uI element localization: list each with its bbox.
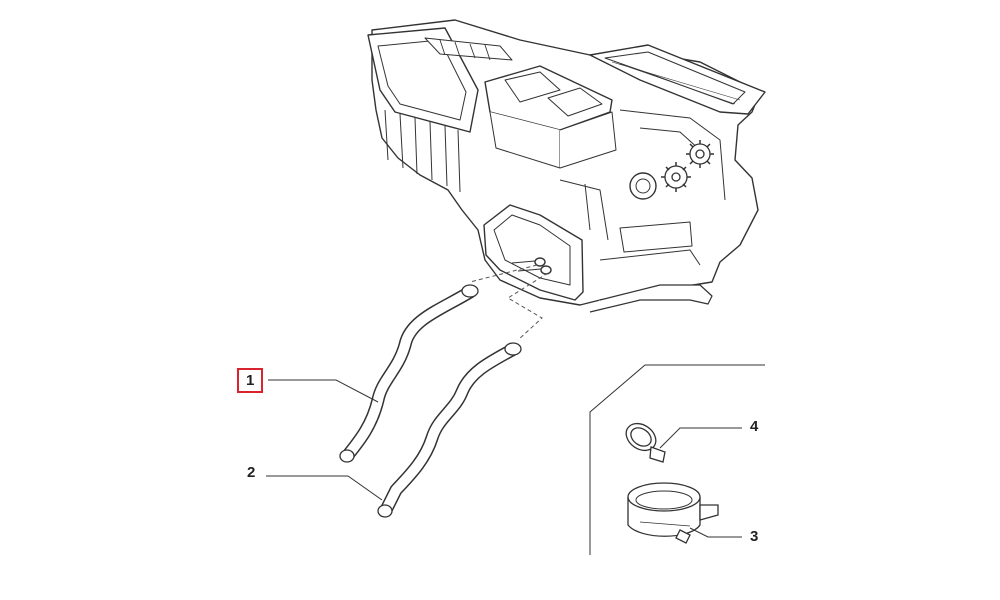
hvac-housing bbox=[367, 19, 766, 313]
callout-2[interactable]: 2 bbox=[247, 464, 256, 481]
inset-panel-border bbox=[589, 364, 765, 555]
actuator-gears bbox=[661, 140, 714, 192]
hose-1 bbox=[339, 284, 479, 463]
callout-3[interactable]: 3 bbox=[750, 528, 759, 545]
callout-4[interactable]: 4 bbox=[750, 418, 759, 435]
small-clamp bbox=[625, 422, 666, 463]
assembly-guide-lines bbox=[469, 264, 549, 341]
leader-lines bbox=[266, 379, 742, 538]
large-clamp bbox=[627, 482, 719, 544]
hose-2 bbox=[377, 342, 522, 518]
callout-1[interactable]: 1 bbox=[237, 368, 264, 393]
